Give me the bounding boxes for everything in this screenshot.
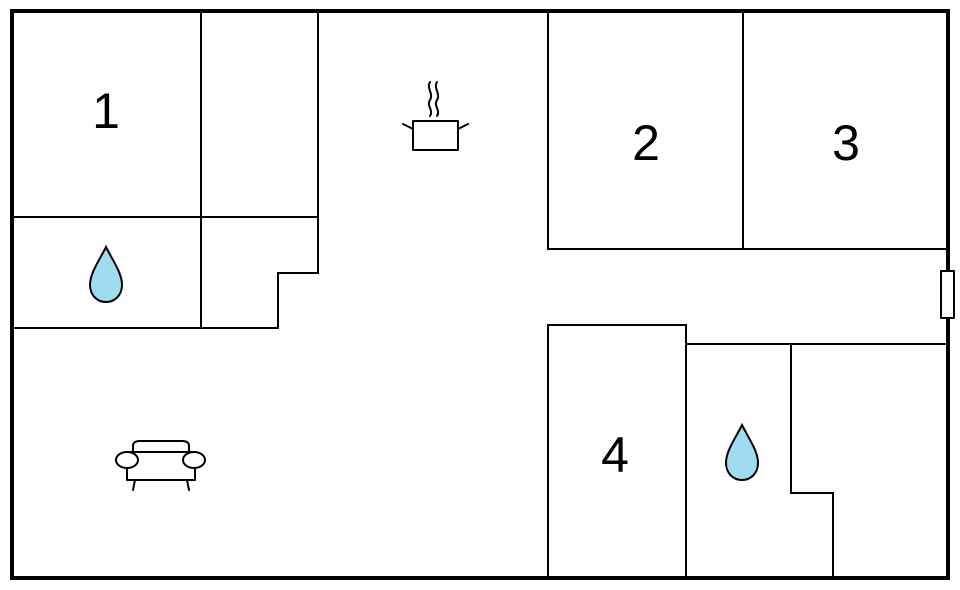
water-drop-icon (724, 422, 760, 482)
room-label-2: 2 (632, 115, 660, 171)
water-drop-icon (88, 244, 124, 304)
door-icon (940, 270, 955, 319)
bottom-right-walls (547, 324, 949, 579)
top-left-walls (11, 10, 319, 329)
cooking-pot-icon (402, 81, 469, 151)
room-label-3: 3 (832, 115, 860, 171)
top-right-walls (547, 10, 949, 250)
sofa-icon (115, 440, 206, 491)
room-label-4: 4 (601, 427, 629, 483)
room-label-1: 1 (92, 83, 120, 139)
